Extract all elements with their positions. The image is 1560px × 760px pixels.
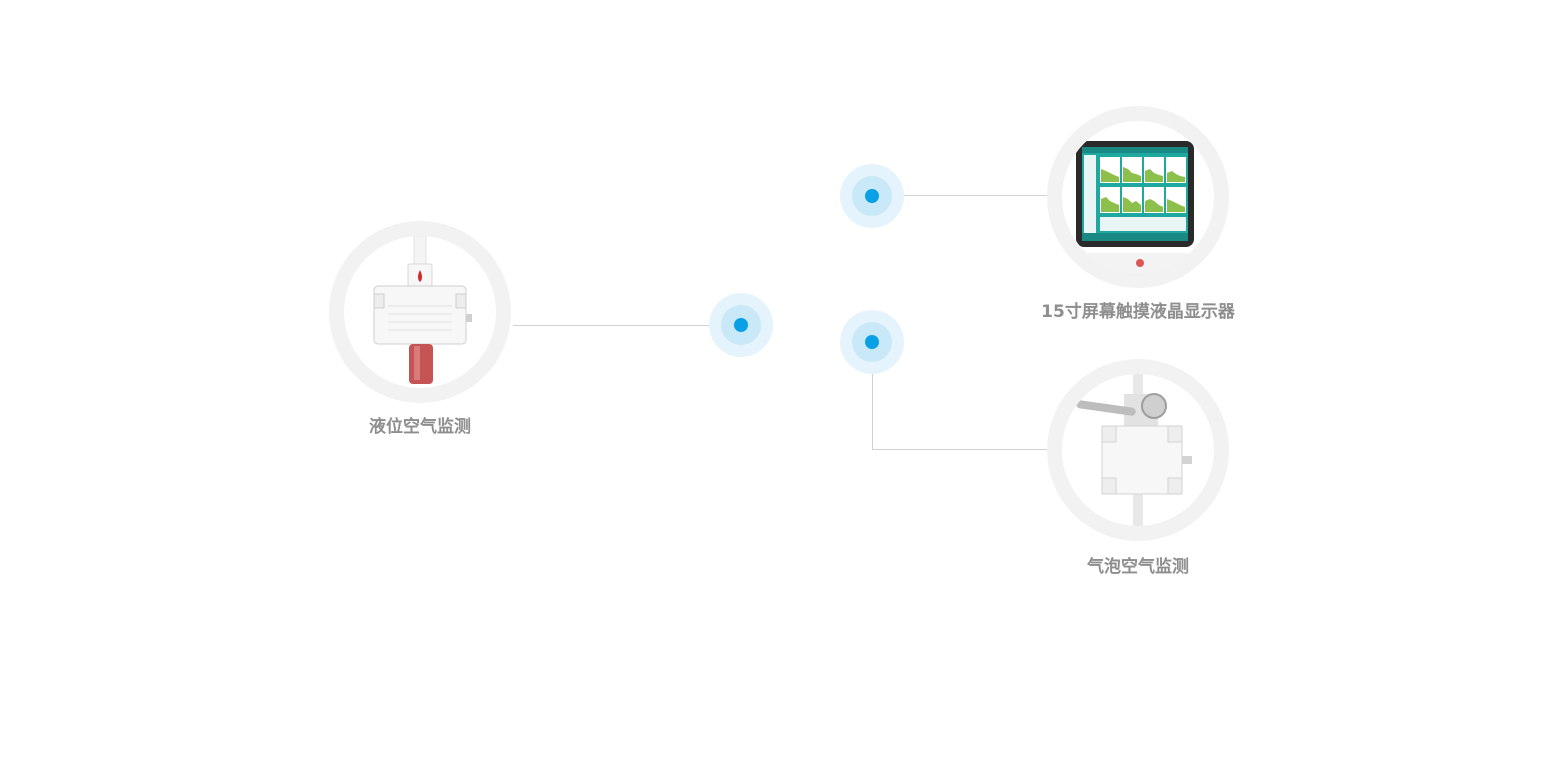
connector-line-liquid-level [513,325,740,326]
touch-display-label: 15寸屏幕触摸液晶显示器 [1041,302,1235,322]
liquid-level-label: 液位空气监测 [369,417,471,437]
touch-display-image [1047,106,1229,288]
connector-line-bubble-vertical [872,342,873,450]
liquid-level-sensor-image [329,221,511,403]
hotspot-dot-bubble[interactable] [840,310,904,374]
hotspot-dot-liquid-level[interactable] [709,293,773,357]
hotspot-dot-display[interactable] [840,164,904,228]
connector-line-display [872,195,1062,196]
connector-line-bubble-horizontal [872,449,1062,450]
bubble-sensor-label: 气泡空气监测 [1087,557,1189,577]
bubble-sensor-image [1047,359,1229,541]
